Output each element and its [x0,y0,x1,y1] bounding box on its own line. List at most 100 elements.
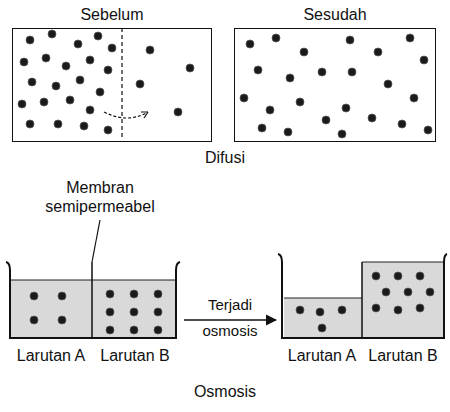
solution-label: Larutan A [17,346,86,365]
particle [404,288,412,296]
particle [420,56,428,64]
membrane-label: Membran semipermeabel [30,178,170,216]
particle [18,100,26,108]
dashed-divider [121,28,122,140]
solution-compartment: Larutan A [282,298,362,338]
particle [338,130,346,138]
diffusion-box: Sesudah [234,28,436,142]
particle [130,326,138,334]
beaker-right [278,254,447,338]
arrow-label: Terjadi osmosis [190,292,270,344]
particle [104,66,112,74]
particle [416,304,424,312]
particle [20,58,28,66]
particle [42,54,50,62]
particle [410,94,418,102]
particle [258,124,266,132]
process-arrow [184,319,276,320]
particle [384,80,392,88]
particle [316,308,324,316]
beaker-outline [6,262,180,338]
solution-label: Larutan B [100,346,169,365]
particle [66,96,74,104]
particle [394,272,402,280]
diffusion-arrow [104,112,148,118]
particle [136,80,144,88]
membrane [361,262,363,338]
particle [106,290,114,298]
particle [426,288,434,296]
particle [186,64,194,72]
particle [106,326,114,334]
particle [394,306,402,314]
particles [18,30,434,334]
particle [106,308,114,316]
particle [146,46,154,54]
beaker-left [6,220,180,338]
particle [318,68,326,76]
particle [108,44,116,52]
particle [372,304,380,312]
particle [48,30,56,38]
particle [52,82,60,90]
particle [76,76,84,84]
particle [406,34,414,42]
particle [416,272,424,280]
solution-fill [284,298,362,338]
particle [266,106,274,114]
solution-label: Larutan A [288,346,357,365]
particle [342,104,350,112]
box-heading: Sesudah [303,5,366,24]
particle [296,306,304,314]
liquid-surface [362,262,444,263]
liquid-surface [10,280,176,281]
box-heading: Sebelum [80,5,143,24]
process-title: Osmosis [150,382,300,401]
particle [130,308,138,316]
particle [74,40,82,48]
liquid-surface [284,298,362,299]
solution-fill [10,280,176,338]
solution-compartment: Larutan B [362,262,444,338]
particle [86,106,94,114]
particle [96,88,104,96]
particle [174,108,182,116]
diffusion-box: Sebelum [12,28,212,142]
particle [154,308,162,316]
particle [28,78,36,86]
membrane [91,262,93,338]
particle [26,36,34,44]
solution-compartment: Larutan A [10,280,92,338]
particle [322,116,330,124]
particle [62,62,70,70]
particle [296,98,304,106]
particle [284,128,292,136]
particle [368,114,376,122]
particle [154,326,162,334]
particle [372,272,380,280]
beaker-outline [278,254,447,338]
particle [80,122,88,130]
particle [318,324,326,332]
particle [30,292,38,300]
particle [382,288,390,296]
particle [104,126,112,134]
particle [246,40,254,48]
particle [154,290,162,298]
particle [94,32,102,40]
particle [254,66,262,74]
particle [26,120,34,128]
particle [86,56,94,64]
solution-compartment: Larutan B [92,280,178,338]
solution-fill [362,262,444,338]
particle [54,120,62,128]
particle [424,126,432,134]
diffusion-arrowhead [141,112,148,118]
particle [346,36,354,44]
particle [300,48,308,56]
particle [286,74,294,82]
particle [338,306,346,314]
particle [30,316,38,324]
particle [58,292,66,300]
particle [398,120,406,128]
